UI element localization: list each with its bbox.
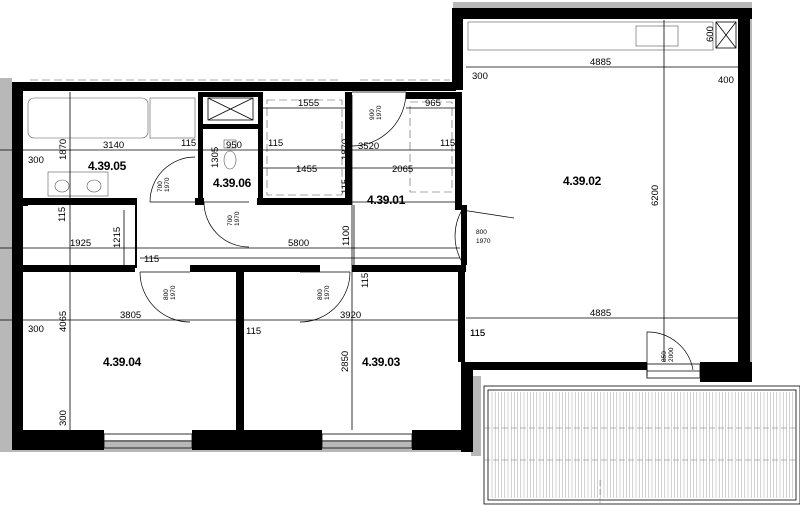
door-balcony xyxy=(646,331,694,376)
svg-text:115: 115 xyxy=(470,328,485,339)
svg-text:800: 800 xyxy=(317,289,324,300)
dimension-labels: 4885 300 400 600 6200 4885 115 1555 965 … xyxy=(28,26,734,426)
svg-text:800: 800 xyxy=(476,229,487,236)
svg-text:4065: 4065 xyxy=(58,311,69,332)
svg-text:3805: 3805 xyxy=(120,310,141,321)
svg-text:950: 950 xyxy=(226,140,242,151)
washbasin-counter xyxy=(47,171,109,197)
svg-text:3920: 3920 xyxy=(340,310,361,321)
svg-text:1305: 1305 xyxy=(210,147,221,168)
bathtub xyxy=(27,97,149,139)
room-label-4-39-03: 4.39.03 xyxy=(362,355,401,369)
svg-text:115: 115 xyxy=(440,138,455,149)
svg-text:115: 115 xyxy=(360,273,371,288)
room-label-4-39-04: 4.39.04 xyxy=(103,355,142,369)
svg-text:700: 700 xyxy=(157,181,164,192)
svg-text:1455: 1455 xyxy=(296,164,317,175)
doors: 900 1970 700 1970 700 1970 800 1970 800 … xyxy=(139,91,694,376)
svg-text:115: 115 xyxy=(246,326,261,337)
svg-text:6200: 6200 xyxy=(650,185,661,206)
svg-text:4885: 4885 xyxy=(590,57,611,68)
door-living xyxy=(454,209,515,263)
svg-text:600: 600 xyxy=(705,26,716,42)
svg-text:700: 700 xyxy=(227,215,234,226)
svg-text:1870: 1870 xyxy=(58,139,69,160)
svg-text:115: 115 xyxy=(268,138,283,149)
room-label-4-39-02: 4.39.02 xyxy=(563,174,602,188)
svg-text:300: 300 xyxy=(472,71,488,82)
svg-text:2850: 2850 xyxy=(340,351,351,372)
svg-text:800: 800 xyxy=(163,289,170,300)
svg-text:115: 115 xyxy=(470,328,485,339)
svg-text:1970: 1970 xyxy=(476,238,491,245)
svg-text:300: 300 xyxy=(28,155,44,166)
balcony xyxy=(483,385,800,506)
svg-text:400: 400 xyxy=(718,75,734,86)
svg-text:1555: 1555 xyxy=(298,98,319,109)
svg-text:5800: 5800 xyxy=(288,238,309,249)
svg-text:3520: 3520 xyxy=(358,141,379,152)
toilet xyxy=(223,150,237,170)
svg-text:1870: 1870 xyxy=(340,139,351,160)
door-bedroom-1 xyxy=(139,271,191,323)
washbasin-left xyxy=(54,179,70,193)
toilet-tank xyxy=(223,139,237,149)
washbasin-right xyxy=(86,179,102,193)
shower xyxy=(149,97,196,139)
svg-text:1970: 1970 xyxy=(234,211,241,226)
bathroom-fixtures xyxy=(27,97,453,197)
svg-text:1970: 1970 xyxy=(164,177,171,192)
svg-text:3140: 3140 xyxy=(103,140,124,151)
svg-text:300: 300 xyxy=(58,410,69,426)
svg-text:115: 115 xyxy=(144,254,159,265)
kitchen-shaft xyxy=(715,21,737,49)
svg-text:1925: 1925 xyxy=(70,238,91,249)
room-label-4-39-01: 4.39.01 xyxy=(367,193,406,207)
svg-text:1215: 1215 xyxy=(112,227,123,248)
door-wc xyxy=(203,201,250,248)
room-labels: 4.39.02 4.39.01 4.39.03 4.39.04 4.39.05 … xyxy=(88,159,602,369)
svg-text:4885: 4885 xyxy=(590,308,611,319)
door-bedroom-2 xyxy=(299,271,351,323)
kitchen-sink xyxy=(635,25,679,47)
svg-text:2065: 2065 xyxy=(392,164,413,175)
dimension-lines xyxy=(0,20,740,430)
kitchen-counter xyxy=(467,21,714,51)
svg-text:1970: 1970 xyxy=(376,105,383,120)
svg-text:965: 965 xyxy=(425,98,441,109)
shaft-box xyxy=(207,97,254,121)
svg-text:850: 850 xyxy=(661,351,668,362)
svg-text:1100: 1100 xyxy=(341,226,352,246)
svg-text:900: 900 xyxy=(369,109,376,120)
room-label-4-39-05: 4.39.05 xyxy=(88,159,127,173)
svg-text:1970: 1970 xyxy=(170,285,177,300)
svg-text:1970: 1970 xyxy=(324,285,331,300)
svg-text:115: 115 xyxy=(181,138,196,149)
svg-text:300: 300 xyxy=(28,324,44,335)
room-label-4-39-06: 4.39.06 xyxy=(213,176,252,190)
windows xyxy=(30,79,701,449)
svg-text:115: 115 xyxy=(57,207,68,222)
svg-text:115: 115 xyxy=(340,179,351,194)
kitchen-fixtures xyxy=(467,21,737,51)
door-bathroom xyxy=(149,156,196,203)
walls xyxy=(12,8,752,452)
svg-text:2000: 2000 xyxy=(668,347,675,362)
door-entry xyxy=(351,91,407,147)
